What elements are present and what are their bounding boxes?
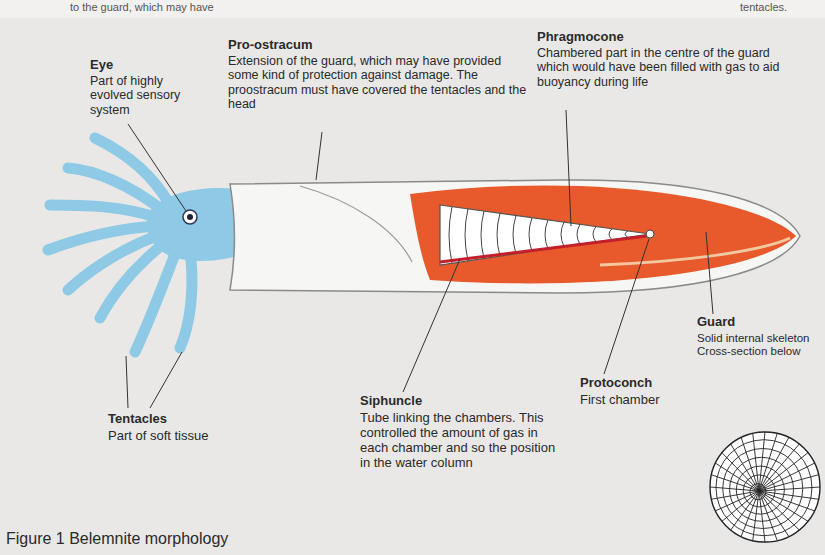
- guard-cross-section: [710, 432, 820, 542]
- figure-caption: Figure 1 Belemnite morphology: [6, 530, 228, 548]
- protoconch-chamber: [646, 230, 654, 238]
- phragmocone-cone: [440, 205, 650, 265]
- radial-line: [759, 437, 789, 491]
- pro-ostracum-shell: [230, 180, 800, 293]
- radial-line: [759, 433, 777, 491]
- radial-line: [759, 444, 799, 491]
- chamber-wall: [465, 209, 468, 261]
- radial-line: [722, 491, 759, 521]
- radial-line: [759, 487, 820, 491]
- radial-line: [711, 491, 759, 499]
- part-name: Pro-ostracum: [228, 38, 528, 53]
- radial-line: [759, 491, 819, 499]
- radial-line: [759, 491, 765, 542]
- pupil: [187, 214, 193, 220]
- part-description: Tube linking the chambers. This controll…: [360, 411, 565, 471]
- part-name: Eye: [90, 58, 200, 73]
- chamber-wall: [497, 213, 500, 256]
- shell-line: [300, 186, 412, 262]
- radial-line: [722, 453, 759, 491]
- part-description: Extension of the guard, which may have p…: [228, 54, 528, 112]
- chamber-wall: [561, 222, 564, 247]
- radial-line: [710, 487, 759, 491]
- growth-ring: [716, 440, 812, 536]
- cropped-text: to the guard, which may have: [70, 1, 320, 14]
- chamber-wall: [593, 227, 596, 242]
- radial-line: [759, 491, 808, 521]
- chamber-wall: [449, 207, 452, 264]
- part-name: Protoconch: [580, 376, 720, 391]
- radial-line: [759, 463, 815, 491]
- part-description: Part of soft tissue: [108, 429, 268, 444]
- radial-line: [715, 491, 759, 511]
- guard-shape: [410, 185, 796, 283]
- guard-highlight: [600, 238, 790, 265]
- radial-line: [715, 463, 759, 491]
- cross-section-outline: [710, 432, 820, 542]
- chamber-wall: [625, 231, 628, 237]
- chamber-wall: [513, 215, 516, 253]
- chamber-wall: [609, 229, 612, 240]
- cropped-text: tentacles.: [740, 1, 820, 14]
- part-description: Solid internal skeleton Cross-section be…: [697, 332, 819, 358]
- chamber-walls: [449, 207, 628, 264]
- part-description: First chamber: [580, 393, 720, 408]
- part-name: Siphuncle: [360, 394, 565, 409]
- chamber-wall: [529, 218, 532, 252]
- chamber-wall: [577, 224, 580, 244]
- part-name: Phragmocone: [537, 30, 797, 45]
- chamber-wall: [545, 220, 548, 249]
- page-strip: [0, 0, 825, 18]
- radial-line: [759, 475, 819, 491]
- part-name: Tentacles: [108, 412, 238, 427]
- radial-line: [759, 491, 799, 530]
- part-description: Chambered part in the centre of the guar…: [537, 46, 797, 89]
- part-description: Part of highly evolved sensory system: [90, 74, 205, 117]
- leader-lines: [126, 110, 713, 408]
- chamber-wall: [481, 211, 484, 258]
- radial-line: [759, 453, 808, 491]
- part-name: Guard: [697, 315, 822, 330]
- siphuncle-tube: [440, 236, 647, 262]
- radial-line: [753, 433, 759, 491]
- radial-line: [711, 475, 759, 491]
- eye: [183, 210, 197, 224]
